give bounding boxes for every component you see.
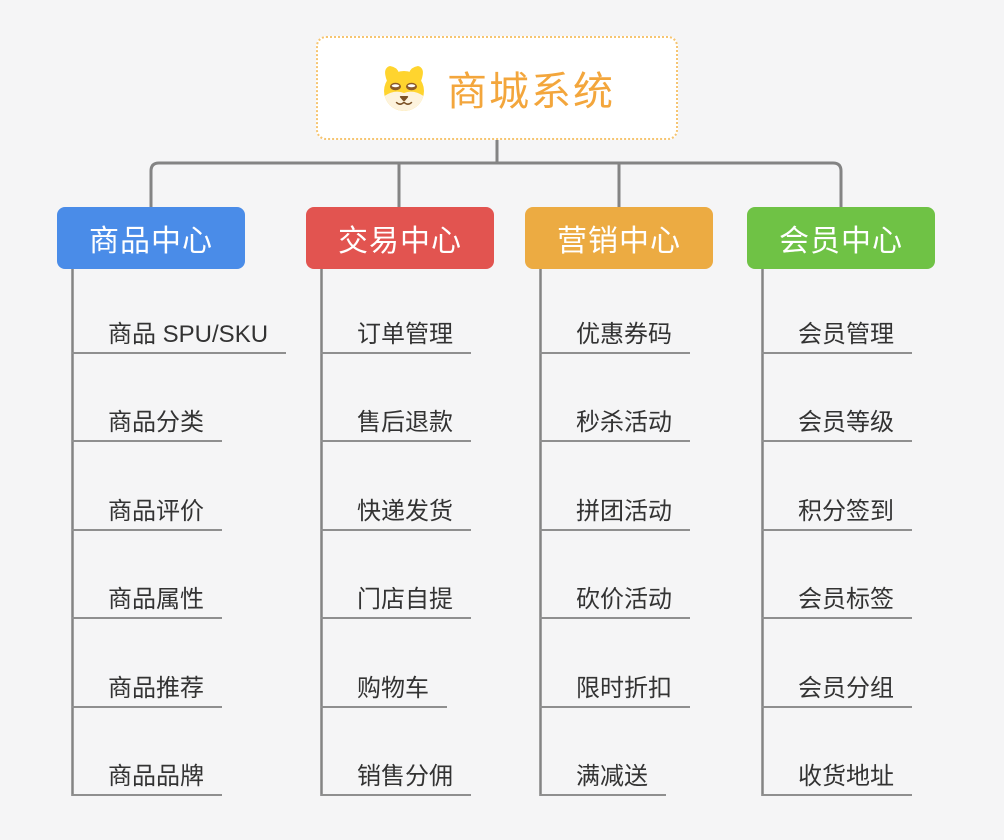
leaf-node[interactable]: 商品分类 xyxy=(72,406,222,442)
leaf-node[interactable]: 秒杀活动 xyxy=(540,406,690,442)
branch-column: 营销中心优惠券码秒杀活动拼团活动砍价活动限时折扣满减送 xyxy=(525,207,785,807)
leaf-node[interactable]: 门店自提 xyxy=(321,583,471,619)
root-title: 商城系统 xyxy=(447,70,615,114)
leaf-node[interactable]: 商品品牌 xyxy=(72,760,222,796)
dog-face-icon xyxy=(384,66,424,111)
leaf-node[interactable]: 商品 SPU/SKU xyxy=(72,318,287,354)
leaf-node[interactable]: 购物车 xyxy=(321,672,447,708)
leaf-node[interactable]: 商品评价 xyxy=(72,495,222,531)
leaf-node[interactable]: 收货地址 xyxy=(762,760,912,796)
leaf-node[interactable]: 会员等级 xyxy=(762,406,912,442)
leaf-node[interactable]: 商品推荐 xyxy=(72,672,222,708)
leaf-node[interactable]: 会员管理 xyxy=(762,318,912,354)
leaf-node[interactable]: 拼团活动 xyxy=(540,495,690,531)
branch-column: 会员中心会员管理会员等级积分签到会员标签会员分组收货地址 xyxy=(747,207,1004,807)
leaf-node[interactable]: 商品属性 xyxy=(72,583,222,619)
branch-node[interactable]: 会员中心 xyxy=(747,207,935,269)
branch-column: 商品中心商品 SPU/SKU 商品分类商品评价商品属性商品推荐商品品牌 xyxy=(57,207,317,807)
leaf-node[interactable]: 限时折扣 xyxy=(540,672,690,708)
leaf-node[interactable]: 积分签到 xyxy=(762,495,912,531)
branch-node[interactable]: 交易中心 xyxy=(306,207,494,269)
leaf-node[interactable]: 会员标签 xyxy=(762,583,912,619)
root-node[interactable]: 商城系统 xyxy=(316,36,678,140)
leaf-node[interactable]: 销售分佣 xyxy=(321,760,471,796)
leaf-node[interactable]: 会员分组 xyxy=(762,672,912,708)
branch-node[interactable]: 营销中心 xyxy=(525,207,713,269)
branch-column: 交易中心订单管理售后退款快递发货门店自提购物车销售分佣 xyxy=(306,207,566,807)
branch-node[interactable]: 商品中心 xyxy=(57,207,245,269)
leaf-node[interactable]: 订单管理 xyxy=(321,318,471,354)
leaf-node[interactable]: 满减送 xyxy=(540,760,666,796)
leaf-node[interactable]: 售后退款 xyxy=(321,406,471,442)
leaf-node[interactable]: 快递发货 xyxy=(321,495,471,531)
leaf-node[interactable]: 优惠券码 xyxy=(540,318,690,354)
leaf-node[interactable]: 砍价活动 xyxy=(540,583,690,619)
branch-rail-line xyxy=(149,161,843,207)
